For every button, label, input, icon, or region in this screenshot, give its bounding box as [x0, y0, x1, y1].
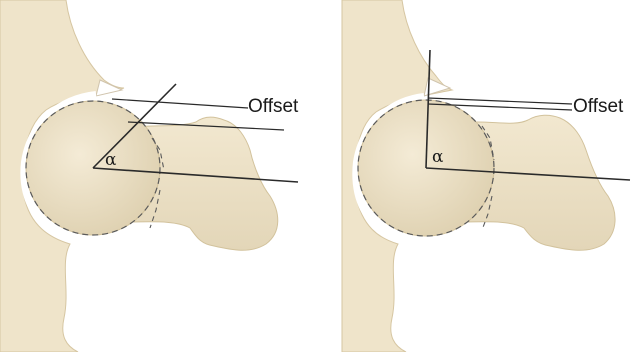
- panel-right: Offset α: [316, 0, 632, 352]
- offset-label: Offset: [573, 96, 624, 117]
- hip-diagram-left: Offset α: [0, 0, 316, 352]
- alpha-label: α: [432, 147, 444, 167]
- panel-left: Offset α: [0, 0, 316, 352]
- offset-line-upper: [112, 99, 248, 108]
- hip-diagram-right: Offset α: [316, 0, 632, 352]
- labrum: [96, 80, 122, 96]
- offset-line-upper: [428, 98, 572, 104]
- alpha-label: α: [105, 150, 117, 170]
- offset-label: Offset: [248, 96, 299, 117]
